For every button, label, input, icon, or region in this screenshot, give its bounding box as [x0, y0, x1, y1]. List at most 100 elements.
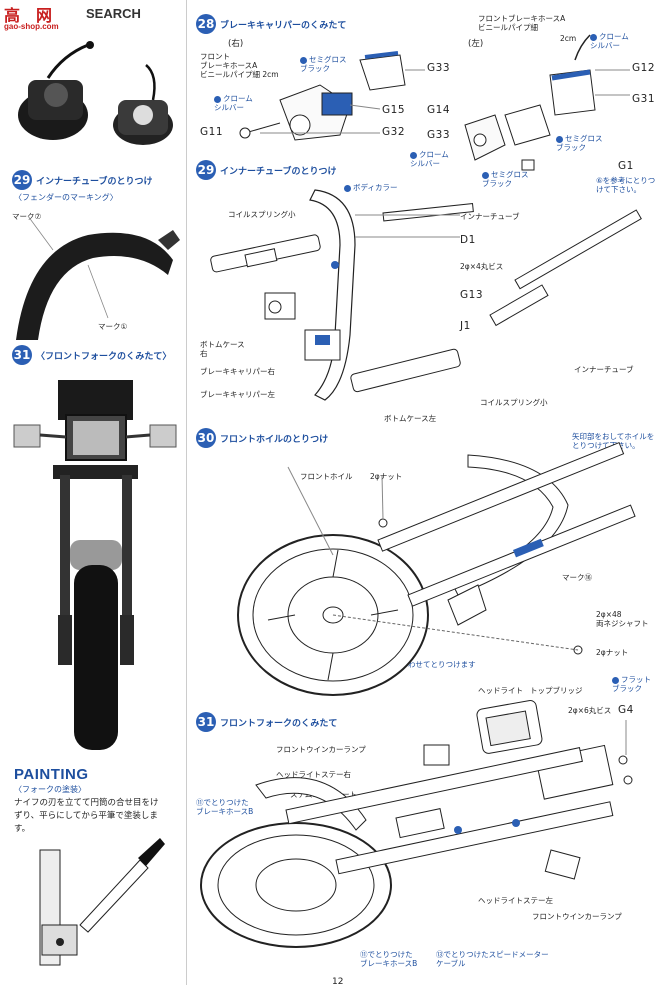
step-title-text: ブレーキキャリパーのくみたて	[220, 20, 347, 31]
inner-tube-label: インナーチューブ	[460, 212, 520, 221]
step-number-badge: 28	[196, 14, 216, 34]
screw-label: 2φ×4丸ビス	[460, 262, 504, 271]
screw-label-31: 2φ×6丸ビス	[568, 706, 612, 715]
top-bridge-label: トップブリッジ	[530, 686, 583, 695]
headlight-label: ヘッドライト	[478, 686, 523, 695]
step-number-badge: 29	[196, 160, 216, 180]
chrome-silver-tag-3: クローム シルバー	[410, 150, 449, 168]
chrome-silver-tag-2: クローム シルバー	[590, 32, 629, 50]
part-j1: J1	[460, 320, 471, 332]
color-name: セミグロス ブラック	[300, 55, 347, 73]
step-number-badge: 31	[196, 712, 216, 732]
flat-black-tag: フラット ブラック	[612, 675, 651, 693]
step29-left-title: 29 インナーチューブのとりつけ	[12, 170, 153, 190]
step28-title: 28 ブレーキキャリパーのくみたて	[196, 14, 346, 34]
semigloss-black-tag-3: セミグロス ブラック	[482, 170, 529, 188]
step29-title: 29 インナーチューブのとりつけ	[196, 160, 337, 180]
caliper-photo	[18, 41, 173, 145]
bottom-case-left-label: ボトムケース左	[384, 414, 437, 423]
headlight-stay-right-label: ヘッドライトステー右	[276, 770, 351, 779]
paint-dot-icon	[410, 151, 417, 159]
groove-note: 溝内にあわせてとりつけます	[378, 660, 476, 669]
inner-tube-label-2: インナーチューブ	[574, 365, 634, 374]
page-number: 12	[332, 977, 344, 987]
nut-label-2: 2φナット	[596, 648, 629, 657]
paint-dot-icon	[590, 33, 597, 41]
step28-caliper-left-drawing	[464, 34, 630, 171]
part-g12: G12	[632, 62, 655, 74]
watermark-logo: 高	[4, 8, 21, 25]
semigloss-black-tag-2: セミグロス ブラック	[556, 134, 603, 152]
left-side-heading: (左)	[468, 39, 484, 49]
mark7-label: マーク⑦	[12, 212, 42, 221]
headlight-stay-left-label: ヘッドライトステー左	[478, 896, 553, 905]
paint-dot-icon	[344, 184, 351, 192]
part-g33-right: G33	[427, 62, 450, 74]
paint-dot-icon	[482, 171, 489, 179]
chrome-silver-tag-1: クローム シルバー	[214, 94, 253, 112]
brake-hose-b-label-2: ⑪でとりつけた ブレーキホースB	[360, 950, 418, 968]
painting-subheading: 〈フォークの塗装〉	[14, 785, 86, 794]
part-g31: G31	[632, 93, 655, 105]
step31-title: 31 フロントフォークのくみたて	[196, 712, 337, 732]
step31-fork-drawing	[200, 700, 633, 948]
semigloss-black-tag-1: セミグロス ブラック	[300, 55, 347, 73]
color-name: クローム シルバー	[590, 32, 629, 50]
part-g33-left: G33	[427, 129, 450, 141]
nut-label-1: 2φナット	[370, 472, 403, 481]
step-number-badge: 29	[12, 170, 32, 190]
front-winker-label: フロントウインカーランプ	[276, 745, 366, 754]
front-wheel-label: フロントホイル	[300, 472, 353, 481]
part-g14: G14	[427, 104, 450, 116]
step-title-text: インナーチューブのとりつけ	[36, 176, 153, 187]
reference-note: ⑥を参考にとりつ けて下さい。	[596, 176, 656, 194]
brake-hose-b-label: ⑪でとりつけた ブレーキホースB	[196, 798, 254, 816]
paint-dot-icon	[214, 95, 221, 103]
color-name: フラット ブラック	[612, 675, 651, 693]
painting-instructions: ナイフの刃を立てて円筒の合せ目をけ ずり、平らにしてから平筆で塗装しま す。	[14, 798, 159, 834]
step29-left-subtitle: 〈フェンダーのマーキング〉	[14, 193, 118, 202]
brake-caliper-left-label: ブレーキキャリパー左	[200, 390, 275, 399]
step-title-text: 〈フロントフォークのくみたて〉	[36, 351, 172, 362]
step30-wheel-drawing	[237, 441, 636, 696]
paint-dot-icon	[556, 135, 563, 143]
paint-dot-icon	[612, 676, 619, 684]
watermark-domain: gao-shop.com	[4, 22, 59, 31]
mark1-label: マーク①	[98, 322, 128, 331]
step-title-text: フロントフォークのくみたて	[220, 718, 338, 729]
step-title-text: フロントホイルのとりつけ	[220, 434, 329, 445]
color-name: セミグロス ブラック	[556, 134, 603, 152]
speedo-cable-label: ⑬でとりつけたスピードメーター ケーブル	[436, 950, 549, 968]
part-d1: D1	[460, 234, 476, 246]
color-name: セミグロス ブラック	[482, 170, 529, 188]
bottom-case-right-label: ボトムケース 右	[200, 340, 245, 358]
painting-heading: PAINTING	[14, 766, 89, 783]
color-name: クローム シルバー	[214, 94, 253, 112]
part-g32: G32	[382, 126, 405, 138]
fender-drawing	[16, 215, 180, 340]
part-g11: G11	[200, 126, 223, 138]
paint-dot-icon	[300, 56, 307, 64]
painting-illustration	[39, 838, 165, 966]
brake-caliper-right-label: ブレーキキャリパー右	[200, 367, 275, 376]
front-hose-right-label: フロント ブレーキホースA ビニールパイプ細 2cm	[200, 52, 279, 79]
mark16-label: マーク⑯	[562, 573, 592, 582]
color-name: ボディカラー	[353, 183, 398, 192]
part-g15: G15	[382, 104, 405, 116]
part-g1: G1	[618, 160, 634, 172]
front-fork-photo	[13, 380, 177, 750]
column-divider	[186, 0, 187, 985]
hose-length-label: 2cm	[560, 34, 577, 43]
watermark: 高 网 SEARCH gao-shop.com	[4, 2, 184, 34]
part-g4: G4	[618, 704, 634, 716]
step31-left-title: 31 〈フロントフォークのくみたて〉	[12, 345, 171, 365]
step28-caliper-right-drawing	[239, 51, 425, 141]
step29-fork-drawing	[210, 189, 642, 401]
color-name: クローム シルバー	[410, 150, 449, 168]
part-g13: G13	[460, 289, 483, 301]
step-title-text: インナーチューブのとりつけ	[220, 166, 337, 177]
coil-spring-label: コイルスプリング小	[228, 210, 296, 219]
front-hose-left-label: フロントブレーキホースA ビニールパイプ細	[478, 14, 566, 32]
right-side-heading: (右)	[228, 39, 244, 49]
watermark-search: SEARCH	[86, 6, 141, 21]
